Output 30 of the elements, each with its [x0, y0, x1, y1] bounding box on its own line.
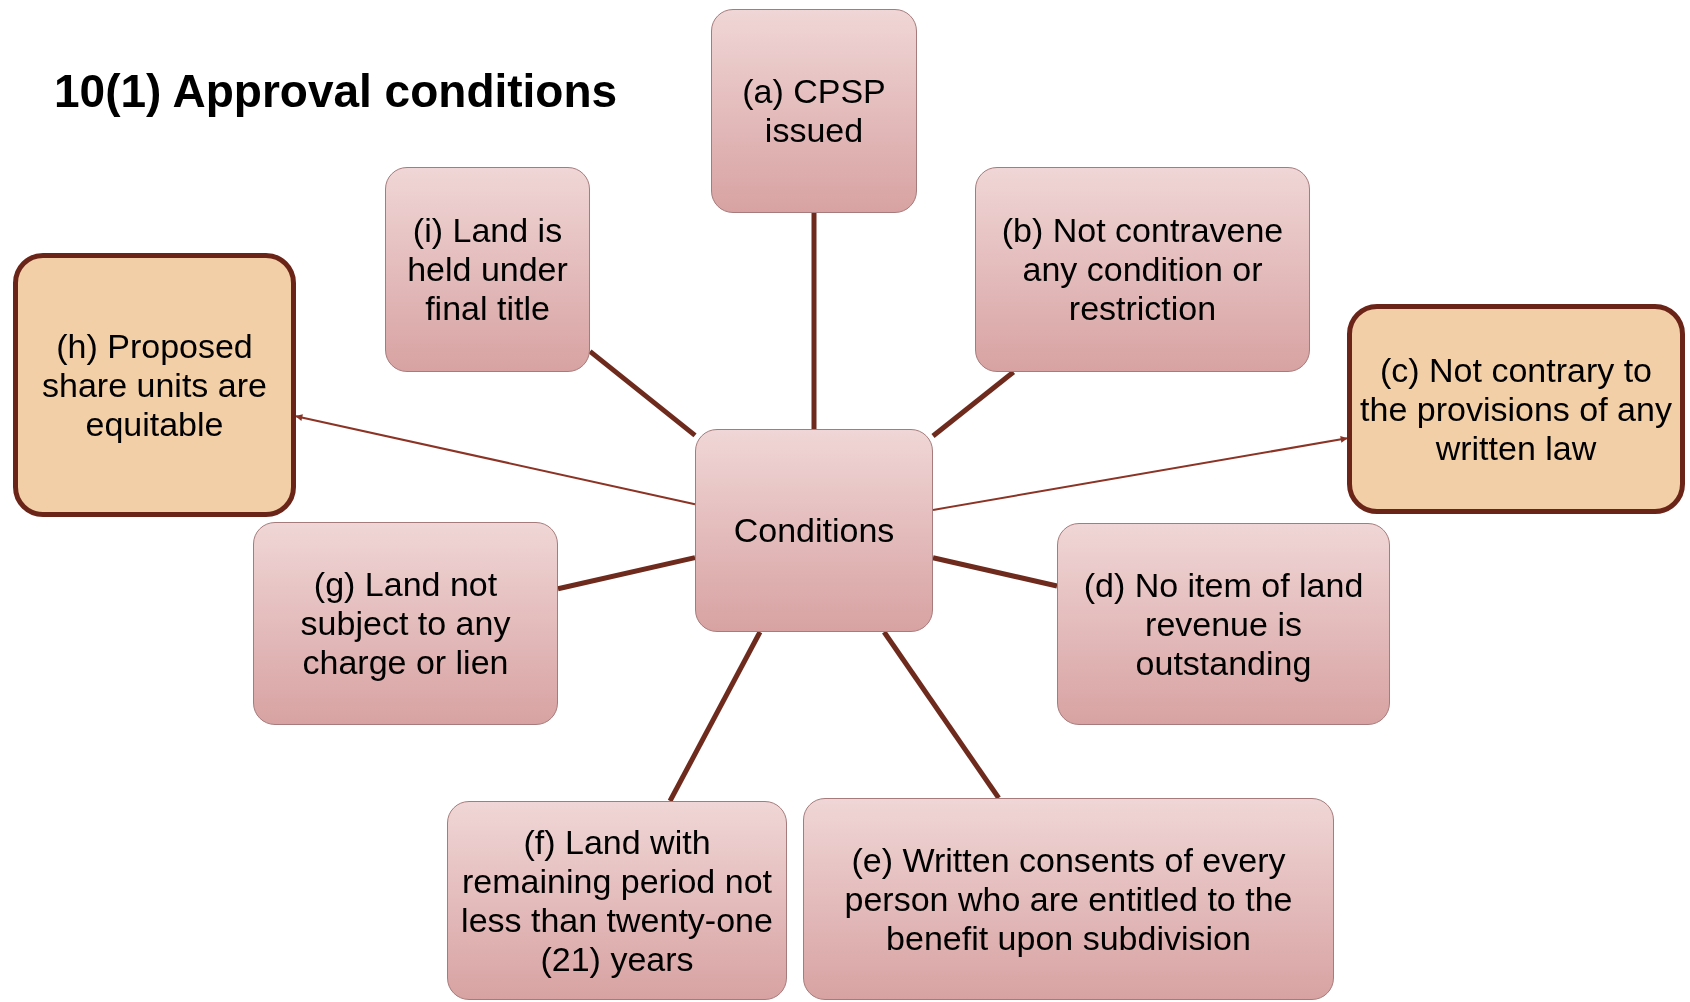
box-text: (e) Written consents of every person who are entitled to the benefit upon subdivision [843, 840, 1294, 958]
condition-box [975, 167, 1310, 372]
connector-line [931, 370, 1016, 438]
box-text: (c) Not contrary to the provisions of any written law [1360, 350, 1672, 468]
condition-box [13, 253, 296, 517]
box-text: (f) Land with remaining period not less than twenty-one (21) years [460, 822, 774, 979]
connector-line [932, 555, 1058, 589]
connector-line [811, 213, 817, 429]
box-text: (g) Land not subject to any charge or lien [299, 565, 512, 682]
condition-box [385, 167, 590, 372]
connector-line [882, 630, 1001, 800]
connector-line [588, 349, 697, 438]
box-text: (d) No item of land revenue is outstanding [1082, 565, 1365, 683]
diagram-title: 10(1) Approval conditions [54, 64, 618, 118]
connector-line [557, 555, 696, 592]
arrow [932, 435, 1348, 511]
condition-box [253, 522, 558, 725]
arrow [295, 414, 696, 506]
box-text: (a) CPSP issued [741, 72, 887, 150]
box-text: (h) Proposed share units are equitable [41, 326, 268, 444]
condition-box [447, 801, 787, 1000]
condition-box [803, 798, 1334, 1000]
box-text: Conditions [733, 511, 895, 550]
connector-line [667, 630, 763, 803]
condition-box [1057, 523, 1390, 725]
box-text: (b) Not contravene any condition or restriction [1000, 211, 1285, 328]
condition-box [711, 9, 917, 213]
hub-box [695, 429, 933, 632]
box-text: (i) Land is held under final title [406, 211, 569, 328]
condition-box [1347, 304, 1685, 514]
